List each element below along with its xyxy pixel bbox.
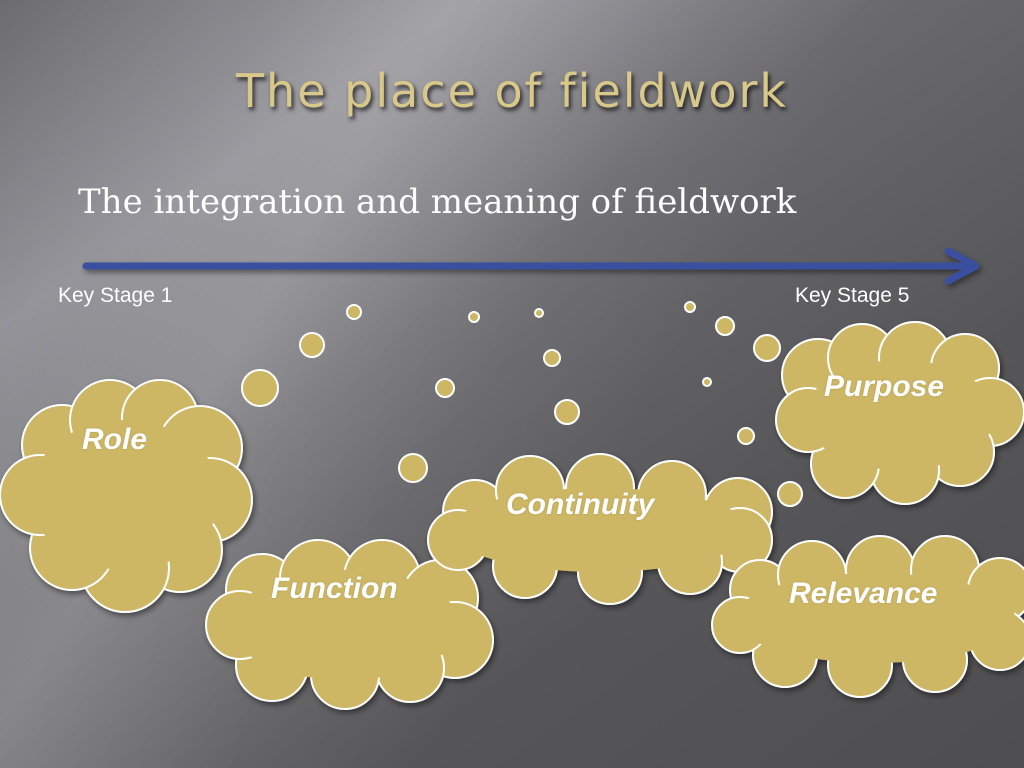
cloud-label-continuity: Continuity — [506, 488, 655, 521]
cloud-continuity — [427, 453, 773, 605]
cloud-label-relevance: Relevance — [789, 577, 938, 610]
cloud-function — [205, 539, 494, 710]
cloud-label-purpose: Purpose — [824, 370, 945, 403]
cloud-relevance — [711, 535, 1024, 698]
progression-arrow — [82, 247, 980, 285]
key-stage-5-label: Key Stage 5 — [795, 284, 910, 307]
cloud-role — [0, 379, 253, 613]
cloud-label-role: Role — [82, 423, 148, 456]
slide-title: The place of fieldwork — [235, 64, 789, 118]
thought-bubbles — [241, 301, 803, 507]
cloud-label-function: Function — [271, 572, 398, 605]
slide-subtitle: The integration and meaning of fieldwork — [78, 182, 797, 222]
key-stage-1-label: Key Stage 1 — [58, 284, 173, 307]
cloud-purpose — [775, 321, 1024, 505]
